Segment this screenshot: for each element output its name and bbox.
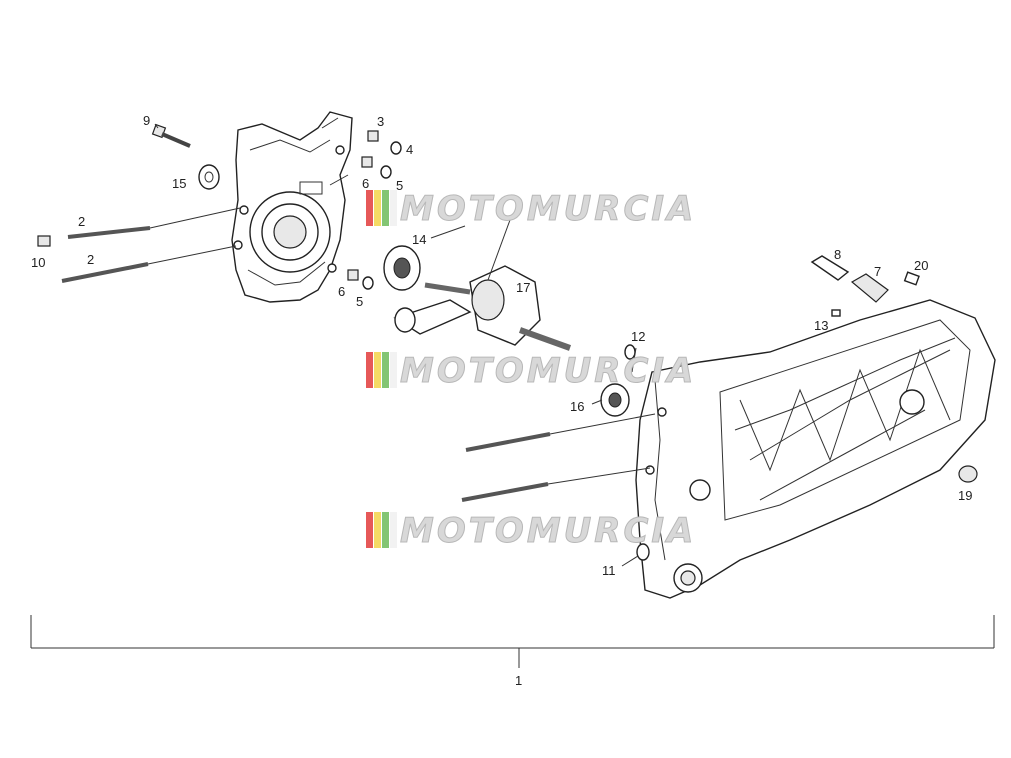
watermark-stripe [366,190,373,226]
callout-14: 14 [412,232,426,247]
callout-3: 3 [377,114,384,129]
callout-20: 20 [914,258,928,273]
watermark-stripe [390,190,397,226]
washer-part-5-top [380,165,392,179]
nut-part-6-bottom [347,269,359,281]
bearing-part-14 [383,245,421,291]
washer-part-5-bottom [362,276,374,290]
callout-2: 2 [87,252,94,267]
watermark-stripe [374,352,381,388]
watermark-stripe [374,190,381,226]
callout-1: 1 [515,673,522,688]
stud-right-upper [465,432,551,452]
callout-9: 9 [143,113,150,128]
callout-10: 10 [31,255,45,270]
callout-19: 19 [958,488,972,503]
watermark-bottom: MOTOMURCIA [366,511,696,552]
callout-11: 11 [602,563,616,578]
watermark-stripe [374,512,381,548]
watermark-stripe [382,190,389,226]
callout-13: 13 [814,318,828,333]
callout-6: 6 [338,284,345,299]
callout-6: 6 [362,176,369,191]
pin-part-8 [810,255,850,281]
watermark-middle: MOTOMURCIA [366,351,696,392]
callout-5: 5 [396,178,403,193]
bushing-part-7 [850,273,889,303]
watermark-stripe [382,352,389,388]
stud-part-2-lower [61,245,237,283]
callout-16: 16 [570,399,584,414]
callout-labels: 9 3 4 6 5 15 2 2 10 14 6 5 17 8 7 20 13 … [31,113,972,688]
watermark-stripe [382,512,389,548]
watermark-stripe [390,512,397,548]
callout-15: 15 [172,176,186,191]
watermark-top: MOTOMURCIA [366,189,696,230]
callout-12: 12 [631,329,645,344]
watermark-stripe [366,512,373,548]
bushing-part-19 [958,465,978,483]
dowel-part-11 [636,543,650,561]
bearing-part-16 [600,383,630,417]
nut-part-10 [37,235,51,247]
watermark-text: MOTOMURCIA [400,189,696,229]
stud-part-2-upper [67,207,241,239]
stud-right-lower [461,482,549,502]
callout-8: 8 [834,247,841,262]
left-crankcase-half [231,111,353,303]
pin-part-13 [831,309,841,317]
nut-part-6-top [361,156,373,168]
pin-part-20 [903,271,920,286]
watermark-stripe [366,352,373,388]
assembly-bracket [30,615,995,668]
leader-lines [154,123,639,567]
callout-7: 7 [874,264,881,279]
callout-17: 17 [516,280,530,295]
watermark-text: MOTOMURCIA [400,351,696,391]
spacer-part-15 [198,164,220,190]
watermark-text: MOTOMURCIA [400,511,696,551]
watermark-stripe [390,352,397,388]
right-crankcase-half [635,299,996,599]
crankshaft-part-17 [393,265,572,351]
callout-5: 5 [356,294,363,309]
nut-part-3 [367,130,379,142]
cover-lattice [734,337,956,501]
washer-part-4 [390,141,402,155]
bolt-part-9 [151,123,191,148]
callout-4: 4 [406,142,413,157]
callout-2: 2 [78,214,85,229]
